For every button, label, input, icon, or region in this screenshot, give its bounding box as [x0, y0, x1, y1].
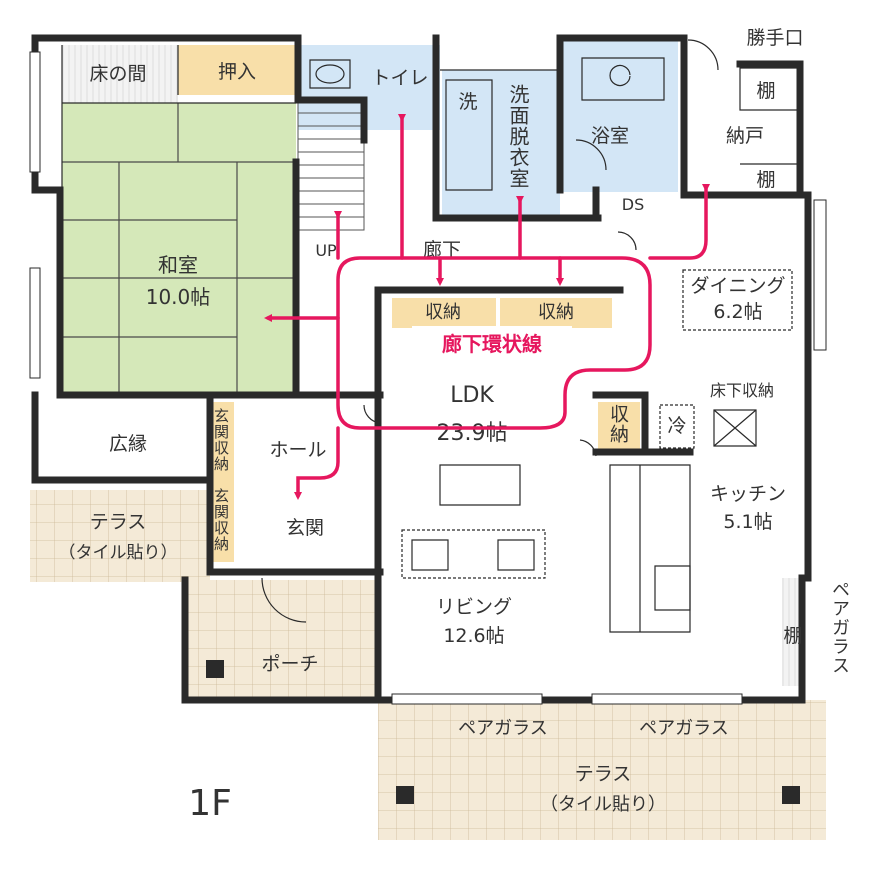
- bath-area: [560, 40, 678, 192]
- label-yukashita: 床下収納: [710, 381, 774, 400]
- label-living: リビング: [436, 596, 512, 618]
- label-katteguchi: 勝手口: [746, 27, 803, 49]
- label-pair-glass-1: ペアガラス: [458, 718, 548, 739]
- label-tokonoma: 床の間: [89, 63, 146, 85]
- oshiire-area: [178, 45, 296, 95]
- washitsu-area: [62, 103, 296, 395]
- porch-area: [185, 580, 380, 700]
- label-ldk: LDK: [450, 383, 494, 408]
- kitchen-shuno-area: [598, 402, 640, 454]
- label-porch: ポーチ: [261, 653, 318, 675]
- label-genkan: 玄関: [286, 517, 324, 539]
- terrace-bottom-area: [378, 700, 826, 840]
- label-shuno-right: 収納: [538, 302, 574, 323]
- genkan-shuno-area: [210, 402, 234, 562]
- label-dining: ダイニング: [690, 275, 785, 297]
- label-terrace-left-sub: （タイル貼り）: [59, 543, 178, 563]
- label-genkan-shuno2: 玄関収納: [212, 488, 230, 552]
- label-kitchen: キッチン: [710, 483, 786, 505]
- label-bath: 浴室: [591, 125, 629, 147]
- label-shuno-kitchen: 収納: [607, 404, 629, 444]
- label-kitchen-size: 5.1帖: [723, 511, 772, 533]
- label-terrace-bottom-sub: （タイル貼り）: [540, 794, 666, 815]
- walls: [31, 34, 812, 704]
- label-ds: DS: [622, 195, 644, 214]
- label-up: UP: [315, 241, 337, 260]
- label-hall: ホール: [269, 439, 326, 461]
- senmen-area: [442, 70, 560, 218]
- label-oshiire: 押入: [218, 61, 256, 83]
- rouka-shuno-right-area: [500, 298, 612, 328]
- label-dining-size: 6.2帖: [713, 301, 762, 323]
- label-rei: 冷: [667, 415, 686, 437]
- label-loop: 廊下環状線: [442, 332, 542, 356]
- tokonoma-area: [62, 45, 178, 103]
- label-hiroen: 広縁: [109, 433, 147, 455]
- loop-label-bg: [412, 326, 572, 360]
- label-sen: 洗: [458, 91, 477, 113]
- label-rouka: 廊下: [423, 239, 461, 261]
- label-tana-top1: 棚: [756, 80, 775, 102]
- floor-label: 1F: [188, 783, 232, 824]
- label-tana-top2: 棚: [756, 169, 775, 191]
- rouka-loop: [264, 114, 710, 500]
- label-terrace-bottom: テラス: [575, 763, 632, 785]
- label-toilet: トイレ: [371, 67, 428, 89]
- label-nando: 納戸: [726, 125, 764, 147]
- rouka-shuno-left-area: [392, 298, 496, 328]
- label-terrace-left: テラス: [90, 511, 147, 533]
- label-genkan-shuno1: 玄関収納: [212, 408, 230, 472]
- label-shuno-left: 収納: [425, 302, 461, 323]
- tana-right-area: [782, 578, 802, 686]
- label-pair-glass-2: ペアガラス: [639, 718, 729, 739]
- label-senmen: 洗面脱衣室: [506, 84, 530, 189]
- label-living-size: 12.6帖: [443, 625, 504, 647]
- label-pair-glass-right: ペアガラス: [829, 580, 850, 675]
- label-washitsu-size: 10.0帖: [146, 285, 211, 309]
- terrace-left-area: [30, 490, 210, 582]
- label-ldk-size: 23.9帖: [437, 421, 508, 446]
- label-tana-right: 棚: [783, 625, 802, 647]
- label-washitsu: 和室: [158, 253, 198, 277]
